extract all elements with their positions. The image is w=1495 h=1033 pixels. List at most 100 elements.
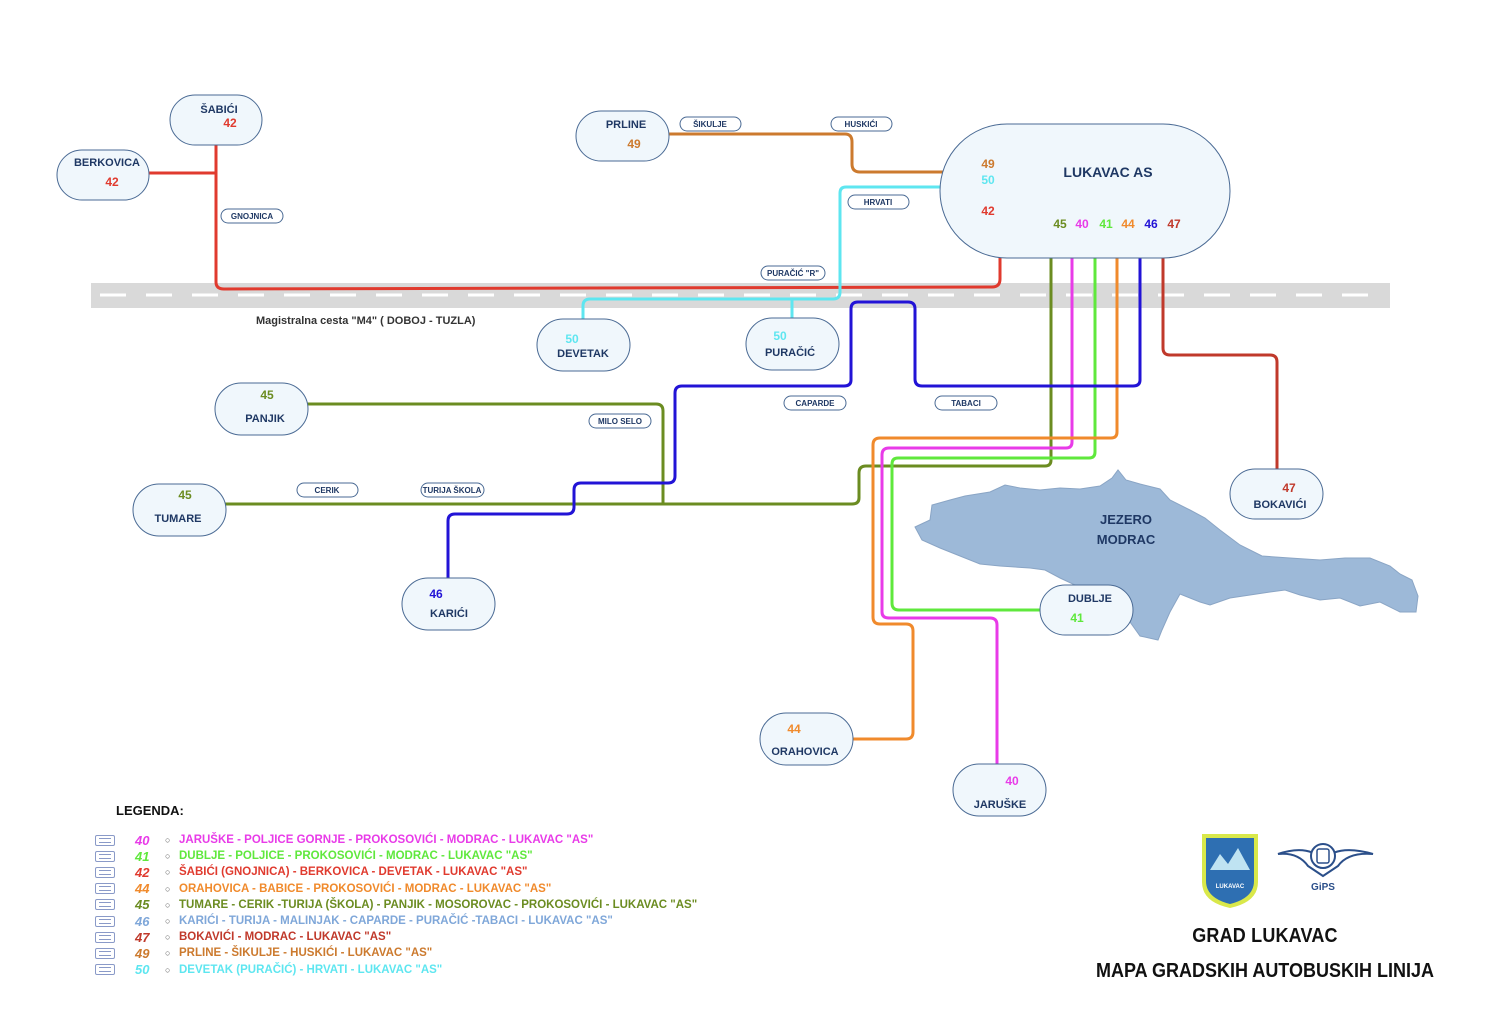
legend-item: 45○TUMARE - CERIK -TURIJA (ŠKOLA) - PANJ… bbox=[95, 897, 795, 913]
waypoint-huskici[interactable]: HUSKIĆI bbox=[830, 116, 893, 132]
stop-name: ORAHOVICA bbox=[771, 746, 838, 758]
stop-jaruske[interactable]: 40 JARUŠKE bbox=[952, 763, 1047, 817]
route-41 bbox=[890, 218, 1097, 612]
stop-prline[interactable]: PRLINE 49 bbox=[575, 110, 670, 162]
line-badge-47: 47 bbox=[1167, 217, 1181, 231]
stop-name: KARIĆI bbox=[430, 607, 468, 620]
stop-puracic[interactable]: 50 PURAČIĆ bbox=[745, 317, 840, 371]
waypoint-label: TABACI bbox=[951, 399, 981, 408]
waypoint-label: HUSKIĆI bbox=[845, 120, 878, 129]
stop-lukavac-as[interactable]: LUKAVAC AS 49 50 42 45 40 41 44 46 47 bbox=[939, 123, 1231, 259]
legend-route-description: DEVETAK (PURAČIĆ) - HRVATI - LUKAVAC "AS… bbox=[179, 963, 443, 976]
lake-label-1: JEZERO bbox=[1100, 512, 1152, 527]
waypoint-sikulje[interactable]: ŠIKULJE bbox=[679, 116, 742, 132]
stop-name: TUMARE bbox=[154, 513, 201, 525]
waypoint-cerik[interactable]: CERIK bbox=[296, 482, 359, 498]
line-badge-41: 41 bbox=[1099, 217, 1113, 231]
map-title-line-1: GRAD LUKAVAC bbox=[1192, 925, 1338, 947]
line-badge-42: 42 bbox=[981, 204, 995, 218]
stop-bokavici[interactable]: 47 BOKAVIĆI bbox=[1229, 468, 1324, 520]
line-badge-44: 44 bbox=[787, 722, 801, 736]
stop-name: DEVETAK bbox=[557, 348, 609, 360]
legend-line-number: 45 bbox=[135, 897, 150, 913]
map-title-line-2: MAPA GRADSKIH AUTOBUSKIH LINIJA bbox=[1095, 960, 1435, 982]
stop-name: BERKOVICA bbox=[74, 157, 140, 169]
bullet-icon: ○ bbox=[165, 899, 171, 910]
legend-line-number: 47 bbox=[135, 929, 150, 945]
legend-route-description: ŠABIĆI (GNOJNICA) - BERKOVICA - DEVETAK … bbox=[179, 866, 528, 879]
line-badge-45: 45 bbox=[178, 488, 192, 502]
stop-name: LUKAVAC AS bbox=[1063, 164, 1152, 180]
waypoint-milo-selo[interactable]: MILO SELO bbox=[588, 413, 652, 429]
waypoint-label: ŠIKULJE bbox=[693, 120, 727, 129]
city-coat-of-arms-icon: LUKAVAC bbox=[1202, 834, 1258, 908]
bullet-icon: ○ bbox=[165, 948, 171, 959]
city-logo-text: LUKAVAC bbox=[1216, 884, 1245, 890]
route-49 bbox=[622, 132, 1000, 174]
line-badge-41: 41 bbox=[1070, 611, 1084, 625]
waypoint-gnojnica[interactable]: GNOJNICA bbox=[220, 208, 284, 224]
line-badge-47: 47 bbox=[1282, 481, 1296, 495]
line-badge-50: 50 bbox=[565, 332, 579, 346]
legend-line-number: 49 bbox=[135, 945, 150, 961]
bullet-icon: ○ bbox=[165, 932, 171, 943]
line-badge-45: 45 bbox=[1053, 217, 1067, 231]
legend-route-description: BOKAVIĆI - MODRAC - LUKAVAC "AS" bbox=[179, 931, 392, 944]
bus-icon bbox=[95, 947, 115, 959]
gips-logo-text: GiPS bbox=[1311, 882, 1335, 893]
legend-line-number: 46 bbox=[135, 913, 150, 929]
bus-icon bbox=[95, 883, 115, 895]
line-badge-49: 49 bbox=[627, 137, 641, 151]
line-badge-42: 42 bbox=[223, 116, 237, 130]
legend-title: LEGENDA: bbox=[116, 803, 184, 818]
legend-item: 50○DEVETAK (PURAČIĆ) - HRVATI - LUKAVAC … bbox=[95, 962, 795, 978]
waypoint-puracic-r[interactable]: PURAČIĆ "R" bbox=[760, 265, 826, 281]
waypoint-hrvati[interactable]: HRVATI bbox=[847, 194, 910, 210]
legend-item: 44○ORAHOVICA - BABICE - PROKOSOVIĆI - MO… bbox=[95, 881, 795, 897]
route-50 bbox=[581, 185, 1000, 340]
line-badge-46: 46 bbox=[429, 587, 443, 601]
waypoint-caparde[interactable]: CAPARDE bbox=[783, 395, 847, 411]
road-label: Magistralna cesta "M4" ( DOBOJ - TUZLA) bbox=[256, 315, 476, 327]
stop-dublje[interactable]: DUBLJE 41 bbox=[1039, 584, 1134, 636]
bullet-icon: ○ bbox=[165, 835, 171, 846]
legend-route-description: ORAHOVICA - BABICE - PROKOSOVIĆI - MODRA… bbox=[179, 882, 552, 895]
legend-line-number: 42 bbox=[135, 864, 150, 880]
stop-devetak[interactable]: 50 DEVETAK bbox=[536, 318, 631, 372]
line-badge-49: 49 bbox=[981, 157, 995, 171]
legend-route-description: KARIĆI - TURIJA - MALINJAK - CAPARDE - P… bbox=[179, 915, 613, 928]
line-badge-50: 50 bbox=[981, 173, 995, 187]
legend-rows: 40○JARUŠKE - POLJICE GORNJE - PROKOSOVIĆ… bbox=[95, 832, 795, 978]
waypoint-label: MILO SELO bbox=[598, 417, 642, 426]
stop-berkovica[interactable]: BERKOVICA 42 bbox=[56, 149, 150, 201]
stop-name: JARUŠKE bbox=[974, 798, 1027, 811]
legend-item: 40○JARUŠKE - POLJICE GORNJE - PROKOSOVIĆ… bbox=[95, 832, 795, 848]
legend-line-number: 41 bbox=[135, 848, 150, 864]
bullet-icon: ○ bbox=[165, 883, 171, 894]
stop-panjik[interactable]: 45 PANJIK bbox=[214, 382, 309, 436]
waypoint-tabaci[interactable]: TABACI bbox=[934, 395, 998, 411]
bus-icon bbox=[95, 964, 115, 976]
stop-tumare[interactable]: 45 TUMARE bbox=[132, 483, 227, 537]
line-badge-45: 45 bbox=[260, 388, 274, 402]
logos: LUKAVAC GiPS bbox=[1202, 834, 1374, 908]
stop-orahovica[interactable]: 44 ORAHOVICA bbox=[759, 712, 854, 766]
legend-item: 46○KARIĆI - TURIJA - MALINJAK - CAPARDE … bbox=[95, 913, 795, 929]
stop-sabici[interactable]: ŠABIĆI 42 bbox=[169, 94, 263, 146]
line-badge-46: 46 bbox=[1144, 217, 1158, 231]
legend-item: 42○ŠABIĆI (GNOJNICA) - BERKOVICA - DEVET… bbox=[95, 864, 795, 880]
gips-logo-icon: GiPS bbox=[1277, 843, 1374, 893]
waypoint-turija-skola[interactable]: TURIJA ŠKOLA bbox=[420, 482, 485, 498]
bullet-icon: ○ bbox=[165, 851, 171, 862]
legend-item: 49○PRLINE - ŠIKULJE - HUSKIĆI - LUKAVAC … bbox=[95, 945, 795, 961]
stop-karici[interactable]: 46 KARIĆI bbox=[401, 577, 496, 631]
bus-icon bbox=[95, 834, 115, 846]
lake-modrac bbox=[914, 469, 1419, 641]
route-47 bbox=[1161, 218, 1279, 490]
stop-name: DUBLJE bbox=[1068, 593, 1112, 605]
bus-icon bbox=[95, 899, 115, 911]
bullet-icon: ○ bbox=[165, 964, 171, 975]
stop-name: ŠABIĆI bbox=[200, 103, 237, 116]
waypoint-label: CAPARDE bbox=[796, 399, 836, 408]
route-46 bbox=[446, 218, 1142, 598]
